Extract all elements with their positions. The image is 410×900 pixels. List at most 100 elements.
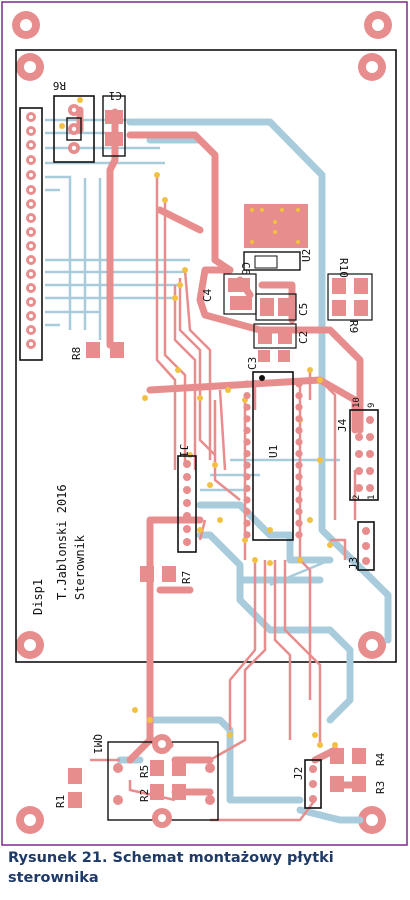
u1-pin xyxy=(243,496,251,504)
top-layer-power-traces xyxy=(76,106,364,796)
label-j4: J4 xyxy=(336,418,349,432)
label-c5: C5 xyxy=(297,303,310,316)
j1-pin xyxy=(183,538,191,546)
pcb-assembly-drawing: R6 C1 R8 C6 C4 U2 C5 C2 C3 R10 R9 J4 10 … xyxy=(1,1,408,846)
u1-pin xyxy=(295,403,303,411)
label-r2: R2 xyxy=(138,789,151,802)
mounting-holes xyxy=(12,11,392,834)
j4-pin xyxy=(355,416,363,424)
u1-pin xyxy=(243,415,251,423)
u1-pin xyxy=(295,380,303,388)
u1-pin xyxy=(243,473,251,481)
u2-regulator xyxy=(243,204,308,271)
r1-resistor xyxy=(68,768,82,808)
label-c6: C6 xyxy=(239,262,252,275)
u1-pin xyxy=(243,426,251,434)
display-label: Disp1 xyxy=(31,579,45,615)
c1-capacitor xyxy=(102,95,126,157)
j4-pin xyxy=(355,433,363,441)
author-text: T.Jablonski 2016 xyxy=(55,484,69,600)
u1-pin xyxy=(295,508,303,516)
j3-header xyxy=(357,521,375,571)
figure-caption: Rysunek 21. Schemat montażowy płytki ste… xyxy=(8,848,408,888)
label-u1: U1 xyxy=(267,445,280,458)
label-j1: J1 xyxy=(177,444,190,457)
u1-pin xyxy=(295,415,303,423)
small-capacitors xyxy=(228,278,292,362)
u1-pin xyxy=(243,380,251,388)
u1-pin xyxy=(243,403,251,411)
label-j4-pin10: 10 xyxy=(352,397,362,408)
label-r6: R6 xyxy=(53,79,66,92)
u1-pin xyxy=(295,438,303,446)
u1-pin xyxy=(295,531,303,539)
j4-pin xyxy=(355,450,363,458)
label-r3: R3 xyxy=(374,781,387,794)
caption-line-2: sterownika xyxy=(8,870,99,886)
u1-pin xyxy=(295,392,303,400)
j4-pin xyxy=(366,450,374,458)
j1-pin xyxy=(183,499,191,507)
board-name-text: Sterownik xyxy=(73,534,87,600)
j4-pin xyxy=(366,467,374,475)
label-c3: C3 xyxy=(246,357,259,370)
j1-pin xyxy=(183,525,191,533)
vias xyxy=(59,97,338,748)
u1-pin xyxy=(243,461,251,469)
j2-header xyxy=(304,759,322,809)
u1-pin xyxy=(295,496,303,504)
u1-pin xyxy=(243,450,251,458)
r4-r3-resistors xyxy=(330,748,366,792)
j4-pin xyxy=(366,433,374,441)
u1-pin xyxy=(243,484,251,492)
j1-pin xyxy=(183,486,191,494)
label-r10: R10 xyxy=(337,258,350,278)
r7-resistor xyxy=(140,566,176,582)
r10-r9-resistors xyxy=(327,273,373,321)
label-j3: J3 xyxy=(347,557,360,570)
label-c4: C4 xyxy=(201,288,214,302)
j4-pin xyxy=(355,467,363,475)
label-j2: J2 xyxy=(292,767,305,780)
u1-pin xyxy=(295,426,303,434)
u1-pin xyxy=(295,519,303,527)
u1-pin xyxy=(243,519,251,527)
board-outline xyxy=(1,1,408,846)
j1-header xyxy=(177,455,197,553)
j1-pin xyxy=(183,473,191,481)
j4-pin xyxy=(355,484,363,492)
label-j4-pin2: 2 xyxy=(352,495,362,500)
j1-pin xyxy=(183,460,191,468)
r6-potentiometer xyxy=(53,95,95,163)
label-r5: R5 xyxy=(138,765,151,778)
u1-ic xyxy=(243,371,303,541)
j1-pin xyxy=(183,512,191,520)
r8-resistor xyxy=(86,342,124,358)
u1-pin xyxy=(295,461,303,469)
j4-pin xyxy=(366,484,374,492)
label-c2: C2 xyxy=(297,331,310,344)
u1-pin xyxy=(243,438,251,446)
label-u2: U2 xyxy=(300,249,313,262)
j4-pin xyxy=(366,416,374,424)
display-header-j xyxy=(19,107,43,361)
label-r9: R9 xyxy=(347,320,360,333)
u1-pin xyxy=(243,531,251,539)
u1-pin xyxy=(295,473,303,481)
label-r1: R1 xyxy=(54,795,67,808)
label-c1: C1 xyxy=(109,89,122,102)
caption-line-1: Rysunek 21. Schemat montażowy płytki xyxy=(8,850,334,866)
u1-pin xyxy=(295,450,303,458)
capacitor-outlines xyxy=(223,273,297,349)
label-j4-pin1: 1 xyxy=(367,495,377,500)
display-outline xyxy=(15,49,397,663)
u1-pin xyxy=(243,508,251,516)
u1-pin xyxy=(295,484,303,492)
label-qm1: QM1 xyxy=(91,734,104,754)
u1-pin xyxy=(243,392,251,400)
j4-header xyxy=(349,409,379,501)
label-j4-pin9: 9 xyxy=(367,403,377,408)
label-r7: R7 xyxy=(180,571,193,584)
bottom-layer-traces xyxy=(116,118,392,824)
label-r4: R4 xyxy=(374,752,387,766)
